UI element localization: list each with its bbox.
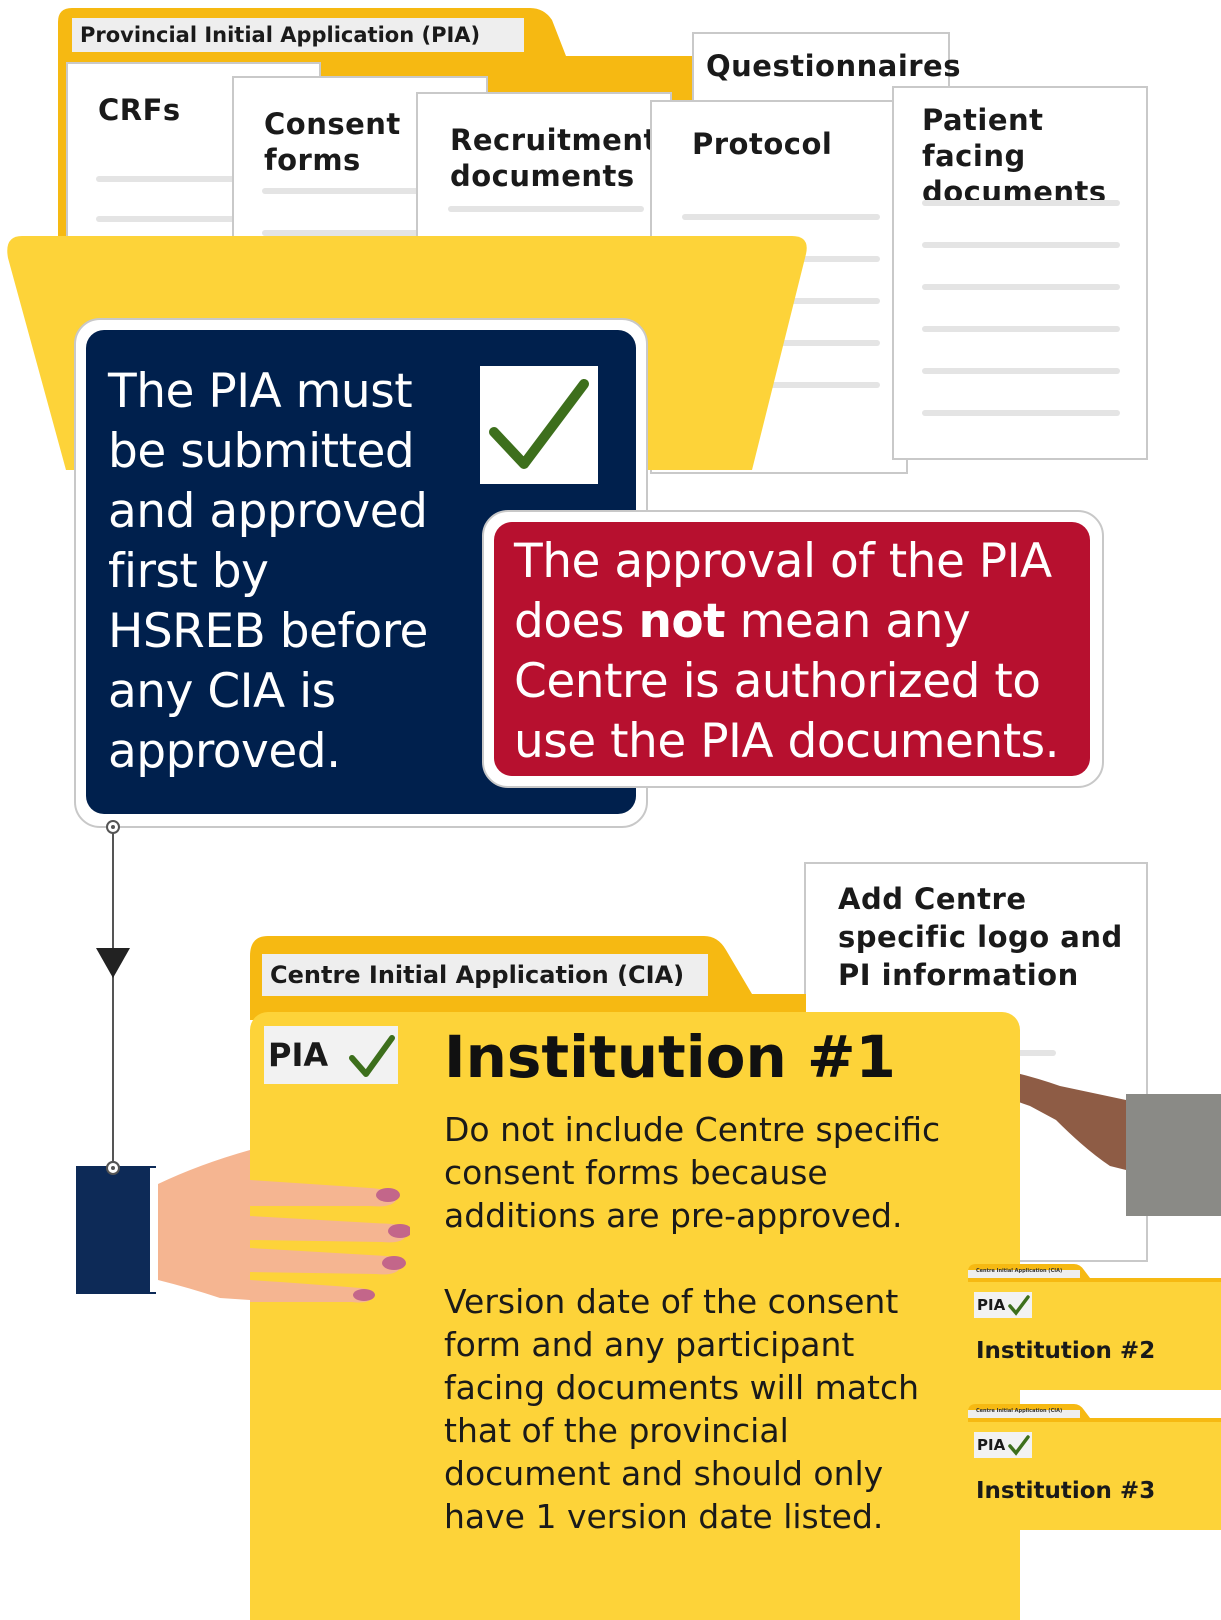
warning-text-before: The approval of the PIA does <box>514 534 1052 649</box>
check-icon <box>1008 1295 1030 1316</box>
connector-dot <box>106 1161 120 1175</box>
doc-questionnaires-title: Questionnaires <box>706 49 961 83</box>
cia-institution-title: Institution #1 <box>444 1023 896 1091</box>
pia-note-text: The PIA must be submitted and approved f… <box>108 364 428 779</box>
doc-recruitment-title: Recruitment documents <box>450 123 658 193</box>
mini-folder-3: Centre Initial Application (CIA) PIA Ins… <box>964 1402 1221 1532</box>
check-icon <box>1008 1435 1030 1456</box>
doc-patient-facing: Patient facing documents <box>892 86 1148 460</box>
doc-consent-title: Consent forms <box>264 107 401 177</box>
hand-left <box>76 1150 410 1303</box>
cia-paragraph-1: Do not include Centre specific consent f… <box>444 1110 941 1235</box>
mini-folder-2-title: Institution #2 <box>976 1338 1156 1364</box>
arrow-down-icon <box>96 948 130 978</box>
pia-tab-label: Provincial Initial Application (PIA) <box>72 18 524 52</box>
doc-crfs-title: CRFs <box>98 93 181 127</box>
warning-note: The approval of the PIA does not mean an… <box>494 522 1090 776</box>
cia-tab-label: Centre Initial Application (CIA) <box>262 954 708 996</box>
mini-folder-2-badge-label: PIA <box>977 1296 1006 1314</box>
cia-folder-front: PIA Institution #1 Do not include Centre… <box>250 1012 1020 1620</box>
mini-folder-3-badge: PIA <box>974 1432 1032 1458</box>
cia-pia-badge: PIA <box>264 1026 398 1084</box>
mini-folder-2-badge: PIA <box>974 1292 1032 1318</box>
doc-logo-title: Add Centre specific logo and PI informat… <box>838 882 1123 992</box>
doc-protocol-title: Protocol <box>692 127 833 161</box>
cia-pia-badge-label: PIA <box>268 1036 329 1074</box>
warning-text-emphasis: not <box>638 594 726 649</box>
warning-text-after: mean any Centre is authorized to use the… <box>514 594 1060 769</box>
check-icon <box>349 1035 395 1077</box>
mini-folder-2-tab: Centre Initial Application (CIA) <box>976 1268 1063 1274</box>
mini-folder-3-tab: Centre Initial Application (CIA) <box>976 1408 1063 1414</box>
mini-folder-3-badge-label: PIA <box>977 1436 1006 1454</box>
cia-paragraph-2: Version date of the consent form and any… <box>444 1282 920 1536</box>
sleeve <box>76 1166 156 1294</box>
check-icon <box>489 379 589 469</box>
mini-folder-3-title: Institution #3 <box>976 1478 1156 1504</box>
mini-folder-2: Centre Initial Application (CIA) PIA Ins… <box>964 1262 1221 1392</box>
check-box <box>480 366 598 484</box>
